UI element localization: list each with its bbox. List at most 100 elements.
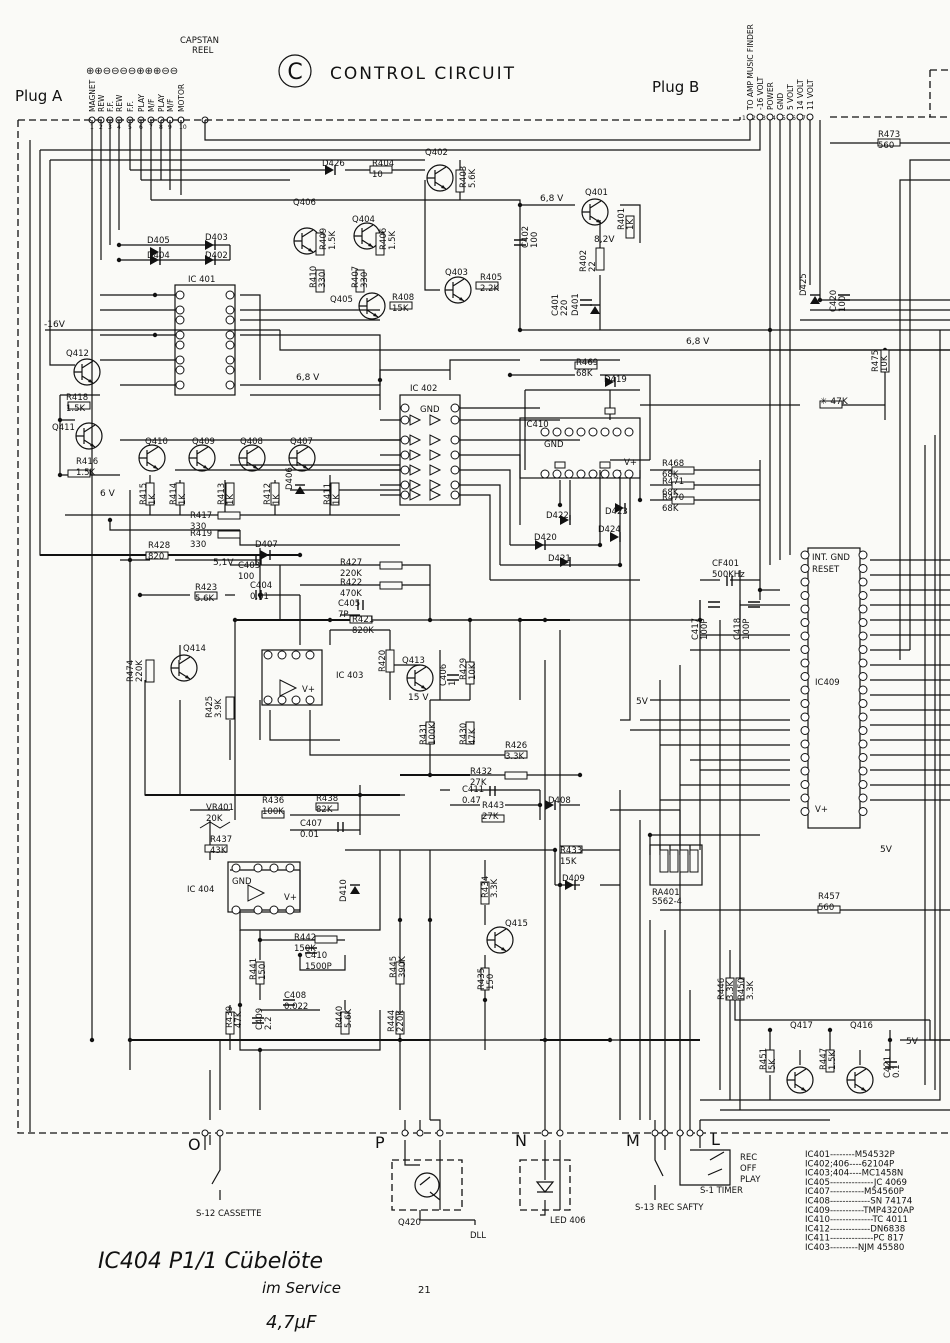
- plug-b-pin-number: 4: [772, 115, 776, 122]
- ra401-value: S562-4: [652, 897, 682, 907]
- component-value: 10: [372, 170, 383, 180]
- component-ref: R446: [717, 978, 727, 1000]
- connector-pin: [686, 1129, 694, 1137]
- component-ref: C402: [521, 226, 531, 248]
- component-ref: Q410: [145, 437, 168, 447]
- plug-a-pin-label: PLAY: [157, 94, 166, 112]
- diode-symbol: [615, 503, 626, 513]
- diode-symbol: [260, 550, 271, 560]
- component-ref: R407: [351, 266, 361, 288]
- component-value: 1K: [226, 494, 236, 505]
- dll-label: DLL: [470, 1231, 486, 1241]
- component-ref: R438: [316, 794, 338, 804]
- component-value: 3.3K: [726, 980, 736, 1000]
- diode-symbol: [150, 255, 161, 265]
- transistor-symbol: [581, 198, 609, 226]
- component-ref: C411: [462, 785, 484, 795]
- ic-pin: [612, 469, 622, 479]
- component-ref: R441: [249, 958, 259, 980]
- component-ref: Q402: [425, 148, 448, 158]
- connector-pin: [401, 1129, 409, 1137]
- plug-b-pin-label: GND: [776, 93, 785, 110]
- component-value: 330: [190, 522, 206, 532]
- ic-pin: [450, 490, 460, 500]
- ic-pin: [858, 591, 868, 600]
- ic-pin: [263, 650, 273, 660]
- component-value: 0.022: [284, 1002, 308, 1012]
- diode-label: D409: [562, 874, 585, 884]
- ic-pin: [231, 905, 241, 915]
- component-ref: R440: [335, 1006, 345, 1028]
- svg-text:⊕⊕⊖⊖⊖⊖⊕⊕⊕⊖⊖: ⊕⊕⊖⊖⊖⊖⊕⊕⊕⊖⊖: [86, 66, 178, 77]
- component-value: 5.6K: [468, 168, 478, 188]
- plug-b-pin-label: 5 VOLT: [786, 84, 795, 110]
- net-label: ✳ 47K: [820, 397, 849, 407]
- component-ref: R420: [378, 650, 388, 672]
- connector-pin: [661, 1129, 669, 1137]
- diode-label: D403: [205, 233, 228, 243]
- transistor-symbol: [486, 926, 514, 954]
- component-ref: C407: [300, 819, 322, 829]
- ic409-vplus: V+: [815, 805, 828, 815]
- component-value: 3.3K: [746, 980, 756, 1000]
- component-value: 150: [486, 974, 496, 990]
- ic-pin: [588, 427, 598, 437]
- ic-pin: [400, 415, 410, 425]
- component-ref: Q413: [402, 656, 425, 666]
- ic410-label: IC410: [524, 420, 549, 430]
- diode-label: D419: [604, 375, 627, 385]
- component-ref: Q417: [790, 1021, 813, 1031]
- diode-symbol: [295, 484, 305, 494]
- ic-pin: [277, 650, 287, 660]
- ic-pin: [285, 863, 295, 873]
- component-value: 820K: [352, 626, 374, 636]
- component-value: 22: [588, 261, 598, 272]
- ic-pin: [858, 577, 868, 587]
- ic-pin: [800, 672, 810, 681]
- ic-pin: [564, 469, 574, 479]
- ic-pin: [800, 631, 810, 641]
- component-ref: C408: [284, 991, 306, 1001]
- parts-list-line: IC403---------NJM 45580: [805, 1243, 904, 1253]
- component-ref: R437: [210, 835, 232, 845]
- component-value: 330: [190, 540, 206, 550]
- ic-pin: [858, 672, 868, 681]
- ic404-gnd: GND: [232, 877, 252, 887]
- connector-pin: [651, 1129, 659, 1137]
- diode-label: D408: [548, 796, 571, 806]
- ic-pin: [450, 435, 460, 445]
- connector-o: O: [188, 1135, 201, 1154]
- component-ref: R428: [148, 541, 170, 551]
- component-ref: Q408: [240, 437, 263, 447]
- component-ref: R418: [66, 393, 88, 403]
- diode-symbol: [610, 532, 621, 542]
- transistor-symbol: [288, 444, 316, 472]
- component-value: 7P: [338, 610, 349, 620]
- component-ref: R419: [190, 529, 212, 539]
- ic-pin: [400, 435, 410, 445]
- diode-symbol: [590, 304, 600, 314]
- parts-list-line: IC405--------------JC 4069: [805, 1178, 907, 1188]
- net-label: 6,8 V: [686, 337, 710, 347]
- ic-pin: [540, 469, 550, 479]
- component-ref: R473: [878, 130, 900, 140]
- diode-symbol: [560, 515, 571, 525]
- ic-pin: [858, 658, 868, 668]
- component-ref: R417: [190, 511, 212, 521]
- component-ref: R430: [459, 723, 469, 745]
- component-ref: R415: [139, 483, 149, 505]
- ic-pin: [800, 699, 810, 708]
- diode-label: D424: [598, 525, 621, 535]
- component-ref: R474: [126, 660, 136, 682]
- ic-pin: [624, 469, 634, 479]
- component-ref: R468: [662, 459, 684, 469]
- transistor-symbol: [238, 444, 266, 472]
- ic-pin: [800, 766, 810, 776]
- component-value: 47K: [468, 728, 478, 745]
- ic-pin: [225, 305, 235, 315]
- component-ref: Q416: [850, 1021, 873, 1031]
- ic-pin: [400, 490, 410, 500]
- net-label: 6,8 V: [296, 373, 320, 383]
- parts-list-line: IC411--------------PC 817: [805, 1234, 904, 1244]
- ic-pin: [175, 380, 185, 390]
